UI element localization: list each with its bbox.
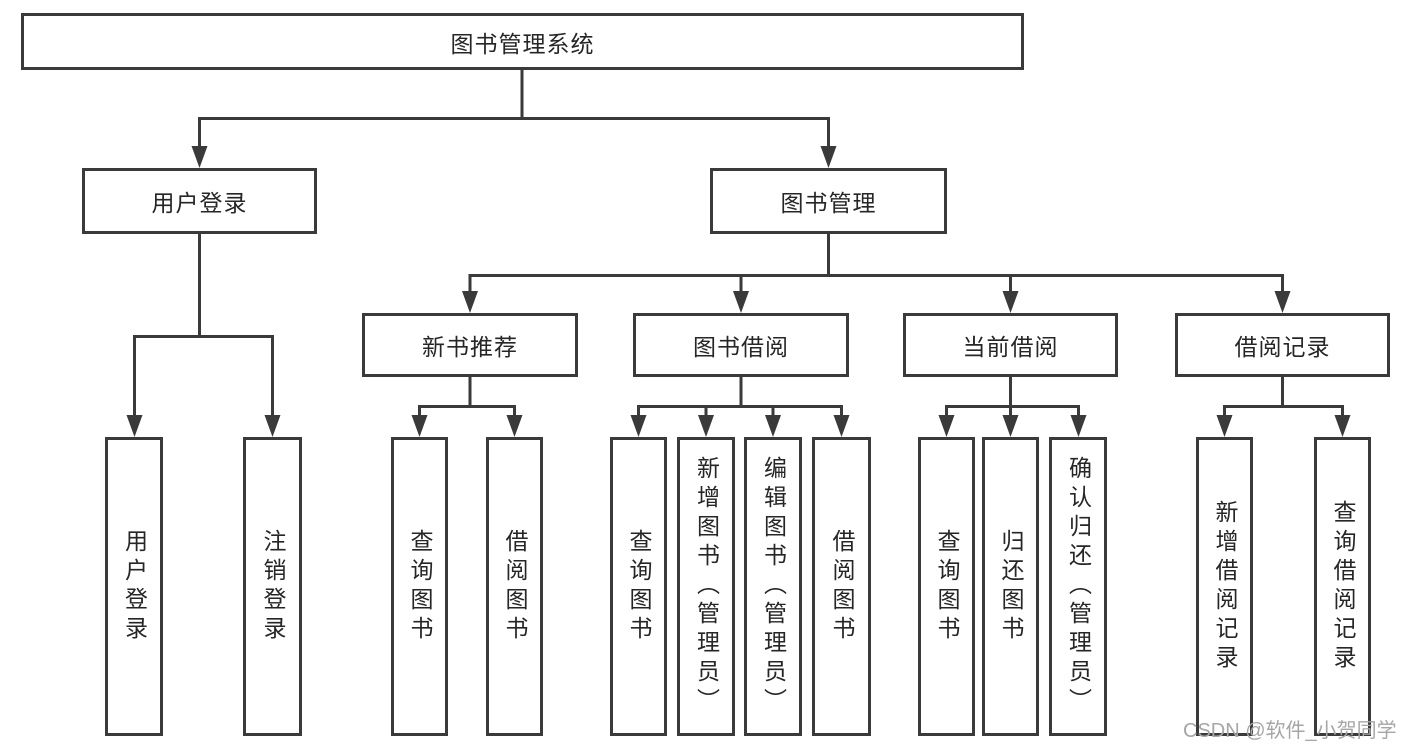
leaf-label: 查询图书 <box>407 528 433 645</box>
edges-current-borrow <box>938 377 1087 437</box>
arrowhead-icon <box>462 291 1291 313</box>
node-current-borrow: 当前借阅 <box>903 313 1118 377</box>
leaf-label: 借阅图书 <box>502 528 528 645</box>
watermark: CSDN @软件_小贺同学 <box>1183 720 1397 742</box>
leaf-label: 借阅图书 <box>829 528 855 645</box>
node-new-book-rec: 新书推荐 <box>362 313 578 377</box>
leaf-label: 用户登录 <box>121 528 148 645</box>
arrowhead-icon <box>191 146 837 168</box>
arrowhead-icon <box>630 415 850 437</box>
arrowhead-icon <box>126 415 281 437</box>
node-leaf-return-book: 归还图书 <box>982 437 1039 736</box>
connector-line <box>133 234 274 417</box>
edges-book-mgmt <box>462 234 1291 313</box>
node-leaf-borrow-book-2: 借阅图书 <box>812 437 871 736</box>
node-leaf-add-book-admin: 新增图书（管理员） <box>677 437 735 736</box>
leaf-label: 查询借阅记录 <box>1330 499 1356 674</box>
leaf-label: 查询图书 <box>626 528 652 645</box>
leaf-label: 注销登录 <box>260 528 286 645</box>
connector-line <box>418 377 516 417</box>
node-root: 图书管理系统 <box>21 13 1024 70</box>
node-leaf-user-login: 用户登录 <box>105 437 163 736</box>
node-book-mgmt: 图书管理 <box>710 168 947 234</box>
node-leaf-logout: 注销登录 <box>243 437 302 736</box>
node-leaf-confirm-return-admin: 确认归还（管理员） <box>1049 437 1107 736</box>
node-leaf-edit-book-admin: 编辑图书（管理员） <box>744 437 802 736</box>
node-book-borrow: 图书借阅 <box>633 313 849 377</box>
edges-borrow-record <box>1216 377 1351 437</box>
leaf-label: 归还图书 <box>998 528 1024 645</box>
node-leaf-query-borrow-record: 查询借阅记录 <box>1314 437 1371 736</box>
edges-new-book-rec <box>411 377 523 437</box>
node-borrow-record: 借阅记录 <box>1175 313 1390 377</box>
connector-line <box>637 377 843 417</box>
arrowhead-icon <box>411 415 523 437</box>
arrowhead-icon <box>938 415 1087 437</box>
edges-user-login <box>126 234 281 437</box>
leaf-label: 查询图书 <box>934 528 960 645</box>
arrowhead-icon <box>1216 415 1351 437</box>
connector-line <box>468 234 1284 293</box>
node-leaf-borrow-book-1: 借阅图书 <box>486 437 543 736</box>
node-leaf-add-borrow-record: 新增借阅记录 <box>1196 437 1253 736</box>
leaf-label: 编辑图书（管理员） <box>760 456 787 717</box>
node-leaf-query-book-3: 查询图书 <box>918 437 975 736</box>
edges-book-borrow <box>630 377 850 437</box>
leaf-label: 新增图书（管理员） <box>693 456 720 717</box>
node-leaf-query-book-2: 查询图书 <box>610 437 667 736</box>
leaf-label: 确认归还（管理员） <box>1065 456 1092 717</box>
node-user-login: 用户登录 <box>82 168 317 234</box>
node-leaf-query-book-1: 查询图书 <box>391 437 448 736</box>
connector-line <box>198 70 830 147</box>
connector-line <box>1223 377 1344 417</box>
leaf-label: 新增借阅记录 <box>1212 499 1238 674</box>
connector-line <box>945 377 1080 417</box>
edges-root-to-level2 <box>191 70 837 168</box>
